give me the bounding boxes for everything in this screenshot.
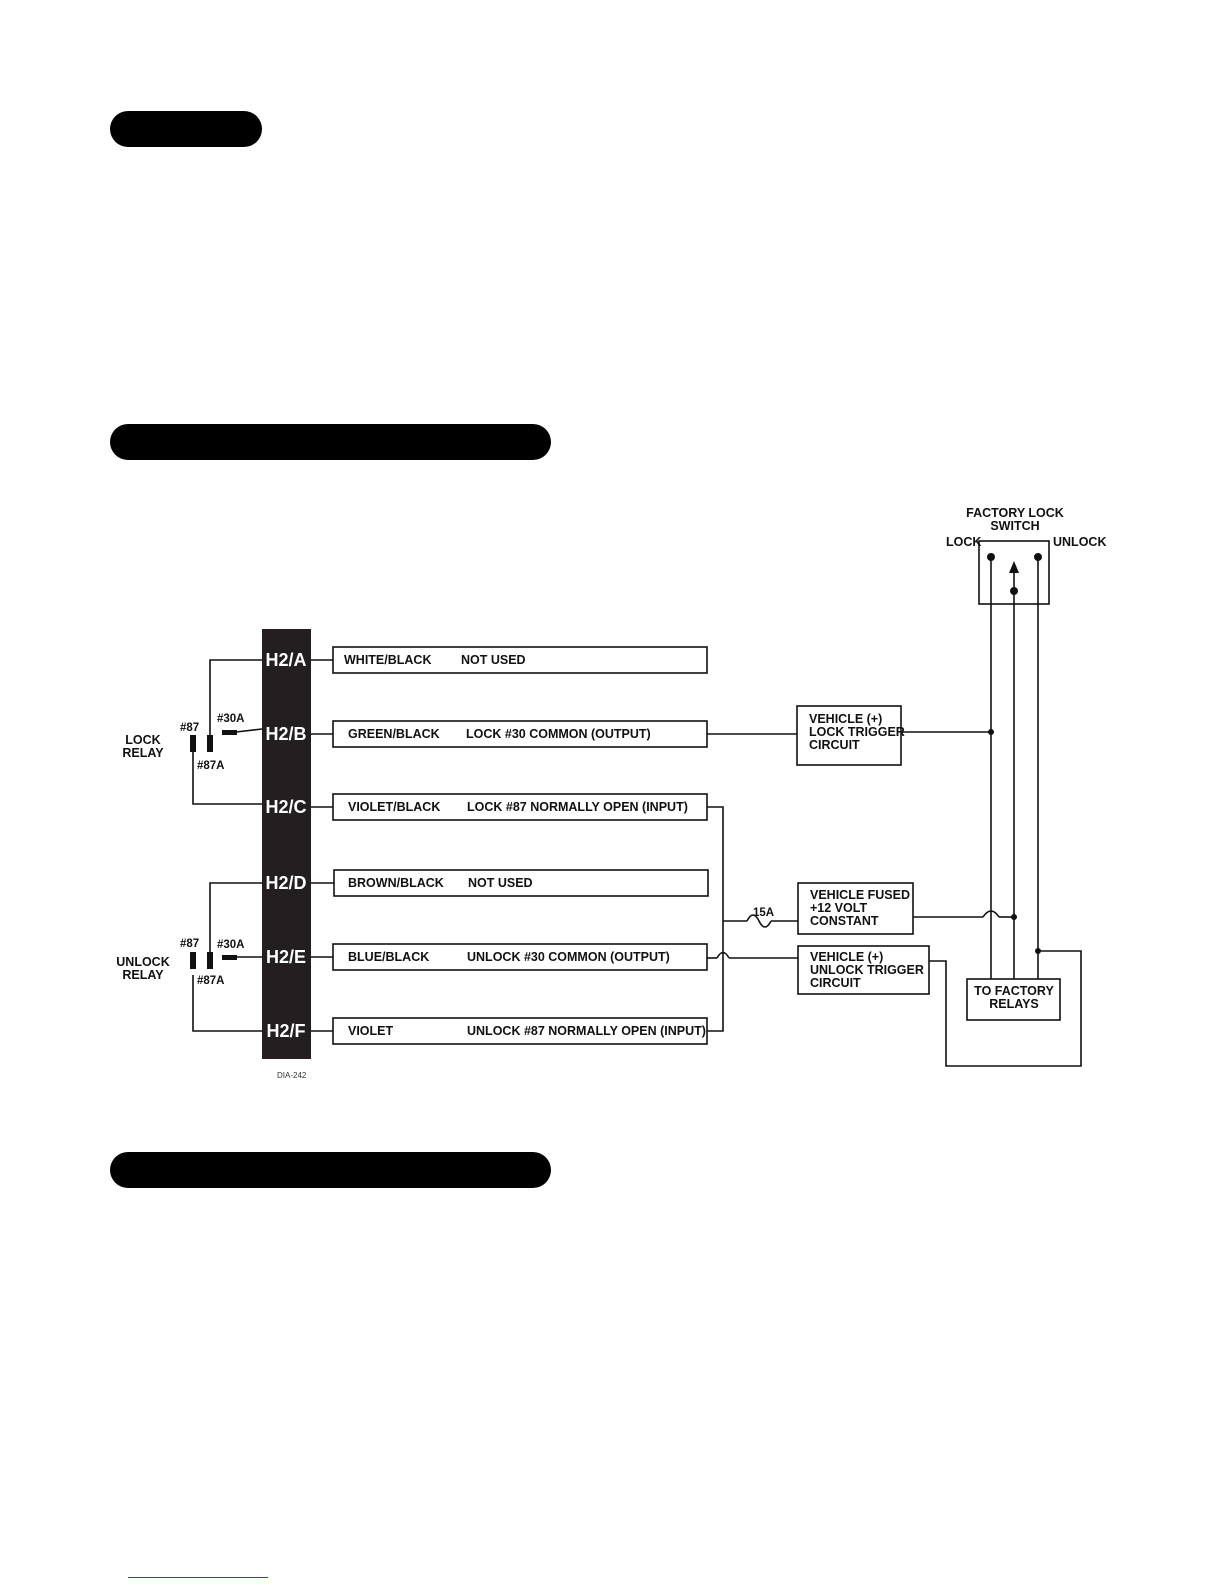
connector-block xyxy=(262,629,311,1059)
wire-function-a: NOT USED xyxy=(461,653,526,667)
factory-relays-line-1: TO FACTORY xyxy=(974,984,1054,998)
section-header-bar-1 xyxy=(110,111,262,147)
wire-color-b: GREEN/BLACK xyxy=(348,727,440,741)
unlock-relay-30a: #30A xyxy=(217,939,245,951)
lock-relay-label-2: RELAY xyxy=(122,746,164,760)
fused-line-1: VEHICLE FUSED xyxy=(810,888,910,902)
pin-label-d: H2/D xyxy=(265,873,306,893)
wire-color-e: BLUE/BLACK xyxy=(348,950,429,964)
wire-function-b: LOCK #30 COMMON (OUTPUT) xyxy=(466,727,651,741)
pin-label-b: H2/B xyxy=(265,724,306,744)
fused-constant-box xyxy=(797,882,914,935)
fused-line-3: CONSTANT xyxy=(810,914,879,928)
wire-color-f: VIOLET xyxy=(348,1024,394,1038)
pin-label-a: H2/A xyxy=(265,650,306,670)
factory-switch-title-1: FACTORY LOCK xyxy=(966,506,1064,520)
factory-switch-lock-label: LOCK xyxy=(946,535,981,549)
lock-trigger-line-1: VEHICLE (+) xyxy=(809,712,882,726)
factory-switch-title-2: SWITCH xyxy=(990,519,1039,533)
unlock-relay-label-1: UNLOCK xyxy=(116,955,169,969)
pin-label-f: H2/F xyxy=(266,1021,305,1041)
wire-function-c: LOCK #87 NORMALLY OPEN (INPUT) xyxy=(467,800,688,814)
wire-function-f: UNLOCK #87 NORMALLY OPEN (INPUT) xyxy=(467,1024,706,1038)
section-header-bar-3 xyxy=(110,1152,551,1188)
factory-relays-line-2: RELAYS xyxy=(989,997,1039,1011)
lock-trigger-line-3: CIRCUIT xyxy=(809,738,860,752)
lock-trigger-box xyxy=(796,705,902,766)
wire-color-a: WHITE/BLACK xyxy=(344,653,432,667)
wire-function-d: NOT USED xyxy=(468,876,533,890)
factory-switch-unlock-label: UNLOCK xyxy=(1053,535,1106,549)
unlock-relay-label-2: RELAY xyxy=(122,968,164,982)
wire-function-e: UNLOCK #30 COMMON (OUTPUT) xyxy=(467,950,670,964)
unlock-trigger-line-3: CIRCUIT xyxy=(810,976,861,990)
fuse-label: 15A xyxy=(753,907,774,919)
unlock-trigger-line-1: VEHICLE (+) xyxy=(810,950,883,964)
footer-link-underline xyxy=(128,1577,268,1578)
wire-color-d: BROWN/BLACK xyxy=(348,876,444,890)
pin-label-e: H2/E xyxy=(266,947,306,967)
pin-label-c: H2/C xyxy=(265,797,306,817)
lock-relay-87: #87 xyxy=(180,722,199,734)
lock-relay-label-1: LOCK xyxy=(125,733,160,747)
lock-relay-30a: #30A xyxy=(217,713,245,725)
unlock-trigger-line-2: UNLOCK TRIGGER xyxy=(810,963,924,977)
unlock-relay-87: #87 xyxy=(180,938,199,950)
diagram-id: DIA-242 xyxy=(277,1071,307,1080)
fused-line-2: +12 VOLT xyxy=(810,901,867,915)
lock-trigger-line-2: LOCK TRIGGER xyxy=(809,725,905,739)
wire-color-c: VIOLET/BLACK xyxy=(348,800,440,814)
unlock-trigger-box xyxy=(797,945,930,995)
unlock-relay-87a: #87A xyxy=(197,975,225,987)
lock-relay-87a: #87A xyxy=(197,760,225,772)
section-header-bar-2 xyxy=(110,424,551,460)
